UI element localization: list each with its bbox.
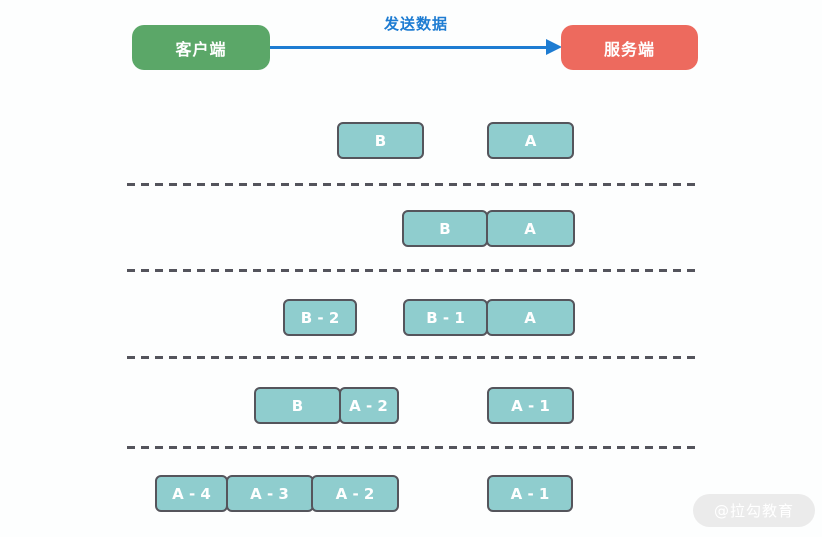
packet-box: B xyxy=(402,210,488,247)
packet-box: B - 1 xyxy=(403,299,488,336)
packet-box: A xyxy=(487,122,574,159)
packet-box: B xyxy=(254,387,341,424)
packet-box: A - 4 xyxy=(155,475,228,512)
divider-line xyxy=(127,446,697,449)
server-box: 服务端 xyxy=(561,25,698,70)
watermark-badge: @拉勾教育 xyxy=(693,494,815,527)
packet-box: A - 2 xyxy=(311,475,399,512)
client-box: 客户端 xyxy=(132,25,270,70)
packet-box: A xyxy=(485,299,575,336)
divider-line xyxy=(127,269,697,272)
packet-box: B - 2 xyxy=(283,299,357,336)
arrow-head-icon xyxy=(546,39,562,55)
packet-box: B xyxy=(337,122,424,159)
packet-box: A - 3 xyxy=(225,475,314,512)
divider-line xyxy=(127,356,697,359)
arrow-line xyxy=(270,46,548,49)
packet-box: A - 1 xyxy=(487,475,573,512)
packet-box: A - 2 xyxy=(338,387,399,424)
arrow-label: 发送数据 xyxy=(383,15,448,33)
divider-line xyxy=(127,183,697,186)
packet-box: A - 1 xyxy=(487,387,574,424)
packet-box: A xyxy=(485,210,575,247)
